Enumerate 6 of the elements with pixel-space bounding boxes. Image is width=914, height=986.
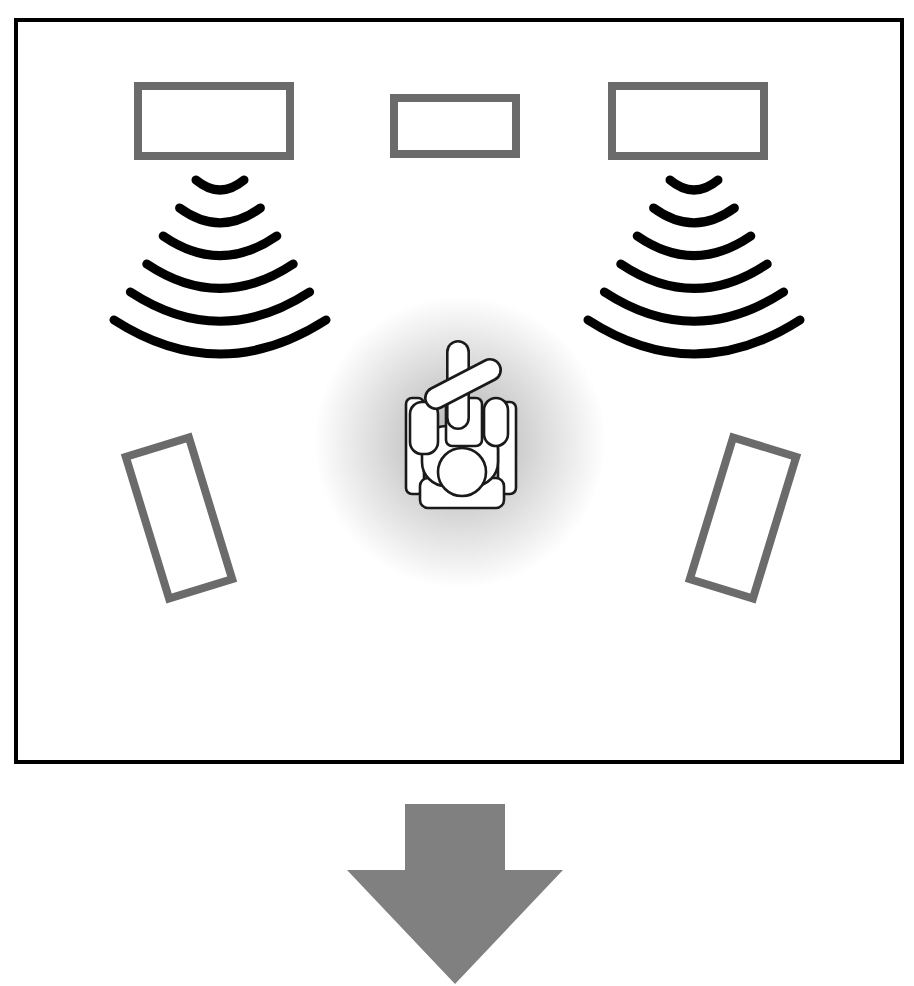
surround-speaker	[120, 432, 238, 604]
surround-speaker	[684, 432, 802, 604]
room-outline	[14, 18, 904, 764]
front-speaker	[134, 82, 294, 160]
center-speaker	[390, 94, 520, 158]
front-speaker	[608, 82, 768, 160]
